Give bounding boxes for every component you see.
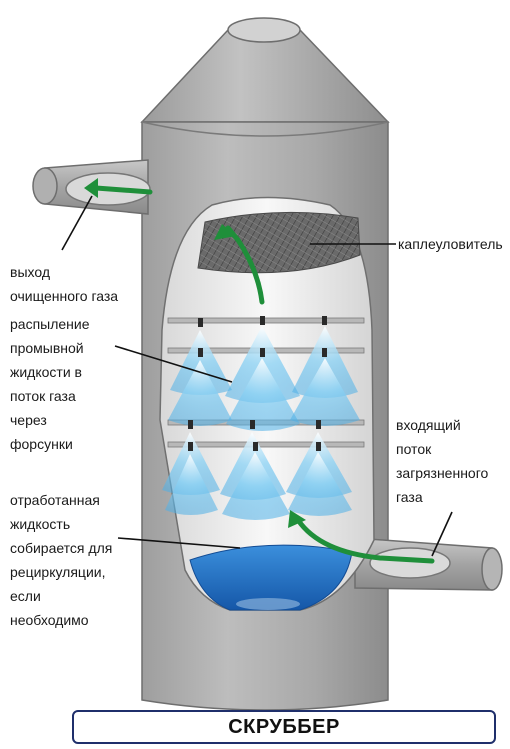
nozzle-icon xyxy=(316,420,321,429)
nozzle-icon xyxy=(260,316,265,325)
nozzle-icon xyxy=(198,348,203,357)
nozzle-icon xyxy=(198,318,203,327)
spray-label: распыление промывной жидкости в поток га… xyxy=(10,312,90,456)
sump-label: отработанная жидкость собирается для рец… xyxy=(10,488,112,632)
nozzle-icon xyxy=(322,316,327,325)
nozzle-icon xyxy=(188,420,193,429)
nozzle-icon xyxy=(260,348,265,357)
demister-label: каплеуловитель xyxy=(398,232,503,256)
inlet-pipe xyxy=(355,538,502,590)
nozzle-icon xyxy=(322,348,327,357)
nozzle-icon xyxy=(188,442,193,451)
top-cone xyxy=(142,30,388,122)
spray-header-upper xyxy=(168,318,364,323)
nozzle-icon xyxy=(316,442,321,451)
outlet-label: выход очищенного газа xyxy=(10,260,118,308)
inlet-label: входящий поток загрязненного газа xyxy=(396,413,488,509)
spray-header-bottom xyxy=(168,442,364,447)
nozzle-icon xyxy=(250,420,255,429)
top-outlet-cap xyxy=(228,18,300,42)
nozzle-icon xyxy=(253,442,258,451)
sump-drain xyxy=(236,598,300,610)
diagram-title: СКРУББЕР xyxy=(72,710,496,744)
